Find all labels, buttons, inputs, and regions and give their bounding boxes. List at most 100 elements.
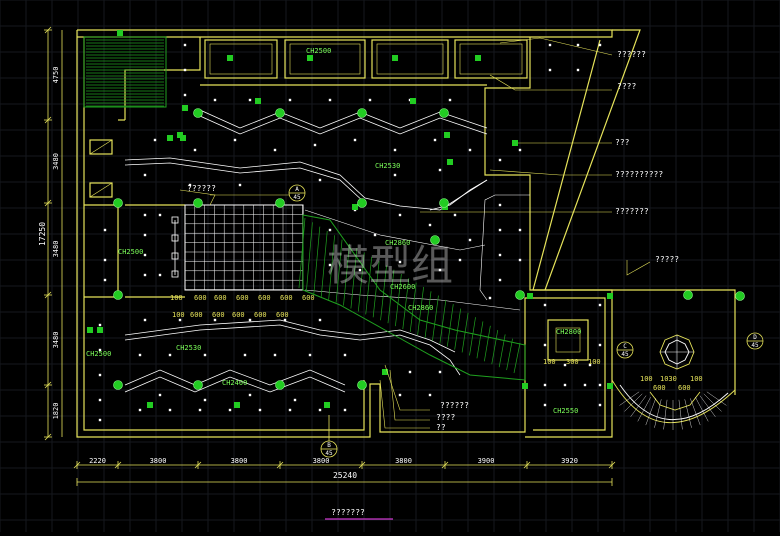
downlight-dot: [438, 268, 442, 272]
svg-text:45: 45: [325, 450, 333, 457]
downlight-dot: [283, 318, 287, 322]
downlight-dot: [488, 296, 492, 300]
grid-dimension: 600: [236, 294, 249, 302]
skylight-box-3: [371, 39, 449, 79]
downlight-dot: [183, 43, 187, 47]
downlight-dot: [308, 353, 312, 357]
grille-light: [512, 140, 518, 146]
grid-dimension: 600: [280, 294, 293, 302]
column-light: [113, 380, 123, 390]
downlight-dot: [353, 138, 357, 142]
downlight-dot: [543, 403, 547, 407]
downlight-dot: [368, 98, 372, 102]
callout-7: ??????: [187, 184, 216, 193]
small-dimension: 600: [678, 384, 691, 392]
callout-2: ????: [617, 82, 636, 91]
right-lower-inner: [533, 297, 606, 431]
downlight-dot: [138, 353, 142, 357]
small-dimension: 100: [640, 375, 653, 383]
grid-dimension: 100: [172, 311, 185, 319]
column-light: [357, 380, 367, 390]
downlight-dot: [178, 318, 182, 322]
downlight-dot: [168, 353, 172, 357]
ch-label-2: CH2530: [375, 162, 400, 170]
skylight-box-4: [454, 39, 528, 79]
downlight-dot: [203, 398, 207, 402]
column-light: [515, 290, 525, 300]
downlight-dot: [98, 373, 102, 377]
wall-fixtures: [171, 216, 179, 278]
downlight-dot: [213, 98, 217, 102]
grille-light: [234, 402, 240, 408]
grid-dimension: 600: [254, 311, 267, 319]
downlight-dot: [273, 353, 277, 357]
downlight-dot: [453, 213, 457, 217]
right-lower-wall: [525, 289, 613, 438]
grid-dimension: 600: [276, 311, 289, 319]
downlight-dot: [448, 98, 452, 102]
callout-6: ?????: [655, 255, 679, 264]
bottom-dimension: 3800: [313, 457, 330, 465]
skylight-box-2: [284, 39, 366, 79]
left-inner-wall: [83, 37, 365, 431]
downlight-dot: [498, 228, 502, 232]
grille-light: [447, 159, 453, 165]
downlight-dot: [288, 98, 292, 102]
ch-label-4: CH2860: [408, 304, 433, 312]
grid-dimension: 600: [212, 311, 225, 319]
callout-8: ??????: [440, 401, 469, 410]
downlight-dot: [158, 213, 162, 217]
window-1: [89, 139, 113, 155]
diagonal-wall-inner: [532, 39, 601, 291]
downlight-dot: [158, 273, 162, 277]
downlight-dot: [498, 278, 502, 282]
grid-dimension: 600: [194, 294, 207, 302]
callout-leaders: [179, 37, 651, 429]
downlight-dot: [518, 258, 522, 262]
left-total-dimension: 17250: [38, 222, 47, 246]
grille-light: [392, 55, 398, 61]
downlight-dot: [243, 353, 247, 357]
column-light: [357, 198, 367, 208]
left-dimension: 1820: [52, 403, 60, 420]
grid-dimension: 600: [302, 294, 315, 302]
downlight-dot: [563, 383, 567, 387]
grille-light: [182, 105, 188, 111]
downlight-dot: [543, 383, 547, 387]
callout-5: ???????: [615, 207, 649, 216]
outer-wall: [77, 29, 613, 38]
downlight-dot: [428, 223, 432, 227]
grille-light: [444, 132, 450, 138]
downlight-dot: [398, 260, 402, 264]
downlight-dot: [318, 178, 322, 182]
downlight-dot: [498, 158, 502, 162]
left-dimension: 3480: [52, 153, 60, 170]
downlight-dot: [498, 203, 502, 207]
column-light: [683, 290, 693, 300]
downlight-dot: [318, 408, 322, 412]
column-lights: [113, 108, 745, 390]
svg-text:C: C: [623, 343, 627, 350]
downlight-dot: [153, 138, 157, 142]
downlight-dot: [498, 253, 502, 257]
downlight-dot: [138, 408, 142, 412]
ch-label-8: CH2400: [222, 379, 247, 387]
downlight-dot: [433, 138, 437, 142]
ch-label-10: CH2550: [553, 407, 578, 415]
downlights: [98, 43, 602, 422]
downlight-dot: [576, 68, 580, 72]
downlight-dot: [438, 370, 442, 374]
grille-light: [527, 293, 533, 299]
downlight-dot: [228, 408, 232, 412]
downlight-dot: [98, 323, 102, 327]
downlight-dot: [543, 303, 547, 307]
downlight-dot: [563, 363, 567, 367]
bottom-dimension: 2220: [89, 457, 106, 465]
downlight-dot: [158, 393, 162, 397]
downlight-dot: [183, 68, 187, 72]
downlight-dot: [233, 138, 237, 142]
downlight-dot: [103, 258, 107, 262]
downlight-dot: [143, 173, 147, 177]
